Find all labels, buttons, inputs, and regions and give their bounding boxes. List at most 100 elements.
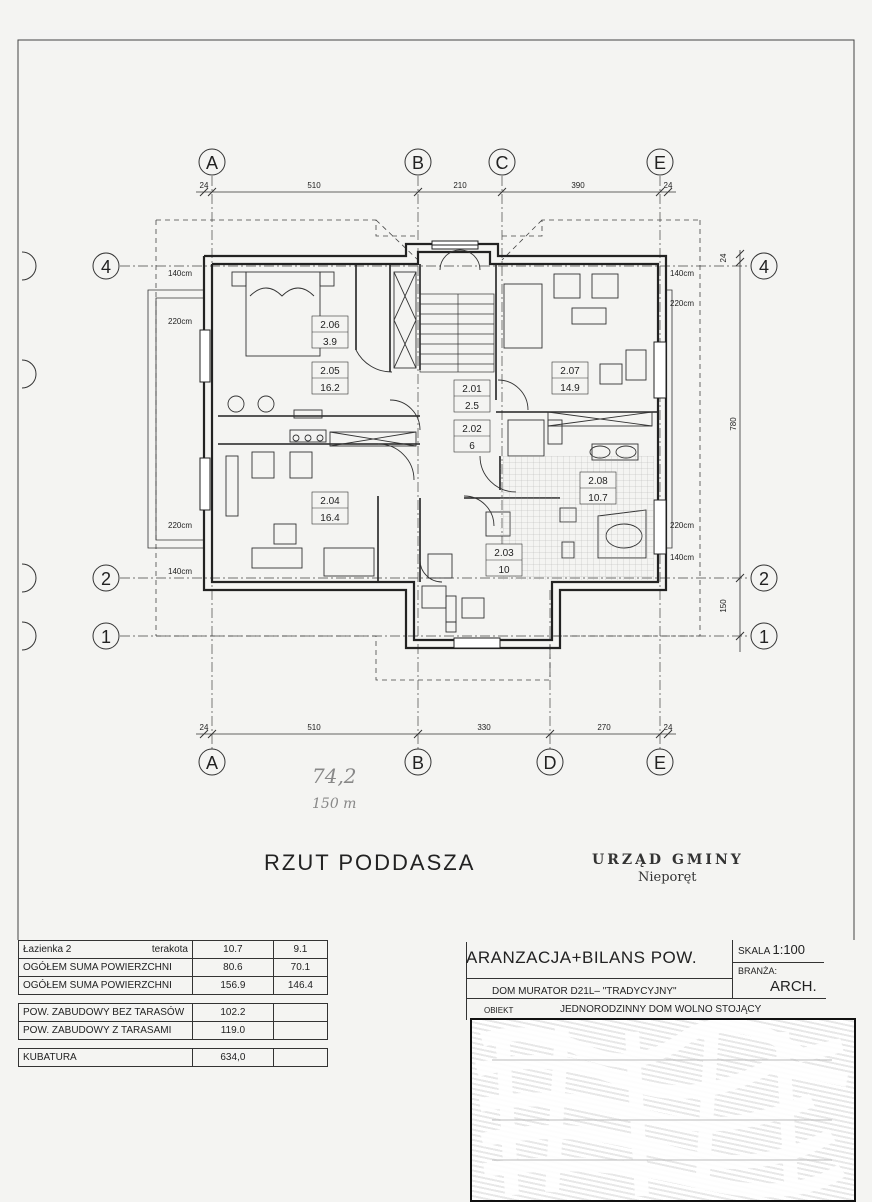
svg-text:390: 390 xyxy=(571,181,585,190)
axis-right-2: 2 xyxy=(759,569,769,589)
svg-text:2.03: 2.03 xyxy=(494,548,514,559)
svg-text:3.9: 3.9 xyxy=(323,337,337,348)
object-value: JEDNORODZINNY DOM WOLNO STOJĄCY xyxy=(560,1004,762,1015)
svg-text:510: 510 xyxy=(307,181,321,190)
room-labels: 2.06 3.9 2.05 16.2 2.01 2.5 2.02 6 2.07 … xyxy=(311,315,617,577)
room-label-2.08: 2.08 10.7 xyxy=(579,471,617,505)
svg-text:220cm: 220cm xyxy=(168,521,192,530)
room-label-2.07: 2.07 14.9 xyxy=(551,361,589,395)
office-stamp-place: Nieporęt xyxy=(638,870,697,885)
svg-text:220cm: 220cm xyxy=(168,317,192,326)
table-row: KUBATURA 634,0 xyxy=(18,1048,329,1067)
axis-lines xyxy=(120,176,750,750)
svg-text:2.06: 2.06 xyxy=(320,320,340,331)
title-block: ARANZACJA+BILANS POW. SKALA 1:100 BRANŻA… xyxy=(466,940,826,1020)
sheet-frame xyxy=(17,39,855,940)
axis-bottom-e: E xyxy=(654,753,666,773)
svg-text:10.7: 10.7 xyxy=(588,493,608,504)
svg-text:2.01: 2.01 xyxy=(462,384,482,395)
scale-field: SKALA 1:100 xyxy=(738,942,806,957)
svg-text:2.08: 2.08 xyxy=(588,476,608,487)
svg-text:24: 24 xyxy=(719,253,728,262)
svg-text:2.05: 2.05 xyxy=(320,366,340,377)
dimension-texts-right: 24 780 150 xyxy=(719,253,738,613)
room-label-2.02: 2.02 6 xyxy=(453,419,491,453)
svg-text:24: 24 xyxy=(664,723,673,732)
svg-text:2.02: 2.02 xyxy=(462,424,482,435)
side-dims-left: 140cm 220cm 220cm 140cm xyxy=(168,269,192,576)
axis-right-4: 4 xyxy=(759,257,769,277)
axis-top-b: B xyxy=(412,153,424,173)
svg-text:2.5: 2.5 xyxy=(465,401,479,412)
wardrobes xyxy=(329,271,653,447)
axis-right-1: 1 xyxy=(759,627,769,647)
svg-text:24: 24 xyxy=(664,181,673,190)
branch-label: BRANŻA: xyxy=(738,966,778,976)
svg-text:2.04: 2.04 xyxy=(320,496,340,507)
floor-plan: 2.06 3.9 2.05 16.2 2.01 2.5 2.02 6 2.07 … xyxy=(17,39,855,940)
svg-text:6: 6 xyxy=(469,441,475,452)
axis-bubbles-sides xyxy=(21,251,778,651)
axis-left-1: 1 xyxy=(101,627,111,647)
axis-left-2: 2 xyxy=(101,569,111,589)
stairs xyxy=(419,293,495,373)
table-row: POW. ZABUDOWY Z TARASAMI 119.0 xyxy=(18,1021,329,1040)
axis-top-c: C xyxy=(496,153,509,173)
handwritten-note-1: 74,2 xyxy=(312,764,357,788)
svg-text:330: 330 xyxy=(477,723,491,732)
svg-text:24: 24 xyxy=(200,181,209,190)
bathroom-tiles xyxy=(500,456,654,580)
svg-text:14.9: 14.9 xyxy=(560,383,580,394)
svg-text:140cm: 140cm xyxy=(670,269,694,278)
room-label-2.04: 2.04 16.4 xyxy=(311,491,349,525)
office-stamp: URZĄD GMINY xyxy=(592,852,744,868)
svg-text:140cm: 140cm xyxy=(168,269,192,278)
svg-text:10: 10 xyxy=(498,565,510,576)
table-row: OGÓŁEM SUMA POWIERZCHNI 80.6 70.1 xyxy=(18,958,329,977)
terrace-right xyxy=(666,289,673,549)
axis-left-4: 4 xyxy=(101,257,111,277)
dimension-texts-top: 24 510 210 390 24 xyxy=(200,181,673,190)
room-label-2.01: 2.01 2.5 xyxy=(453,379,491,413)
svg-text:16.4: 16.4 xyxy=(320,513,340,524)
svg-text:2.07: 2.07 xyxy=(560,366,580,377)
branch-value: ARCH. xyxy=(770,978,817,995)
axis-bottom-a: A xyxy=(206,753,218,773)
svg-text:510: 510 xyxy=(307,723,321,732)
plan-title: RZUT PODDASZA xyxy=(264,850,476,875)
svg-text:210: 210 xyxy=(453,181,467,190)
svg-text:220cm: 220cm xyxy=(670,521,694,530)
handwritten-note-2: 150 m xyxy=(312,796,357,812)
title-subtitle: DOM MURATOR D21L– "TRADYCYJNY" xyxy=(492,986,677,997)
side-dims-right: 140cm 220cm 220cm 140cm xyxy=(670,269,694,562)
axis-bottom-d: D xyxy=(544,753,557,773)
axis-bubbles-top xyxy=(198,148,674,176)
object-label: OBIEKT xyxy=(484,1006,514,1015)
table-row: OGÓŁEM SUMA POWIERZCHNI 156.9 146.4 xyxy=(18,976,329,995)
exterior-walls xyxy=(202,242,668,650)
table-row: POW. ZABUDOWY BEZ TARASÓW 102.2 xyxy=(18,1003,329,1022)
svg-text:140cm: 140cm xyxy=(670,553,694,562)
svg-text:780: 780 xyxy=(729,417,738,431)
title-main: ARANZACJA+BILANS POW. xyxy=(466,948,698,967)
svg-text:16.2: 16.2 xyxy=(320,383,340,394)
redacted-area xyxy=(470,1018,856,1202)
svg-text:270: 270 xyxy=(597,723,611,732)
axis-top-e: E xyxy=(654,153,666,173)
axis-top-a: A xyxy=(206,153,218,173)
room-label-2.03: 2.03 10 xyxy=(485,543,523,577)
svg-text:220cm: 220cm xyxy=(670,299,694,308)
svg-text:140cm: 140cm xyxy=(168,567,192,576)
room-label-2.05: 2.05 16.2 xyxy=(311,361,349,395)
svg-text:150: 150 xyxy=(719,599,728,613)
axis-bottom-b: B xyxy=(412,753,424,773)
axis-bubbles-bottom xyxy=(198,748,674,776)
terrace-left xyxy=(147,289,204,549)
dimension-texts-bottom: 24 510 330 270 24 xyxy=(200,723,673,732)
scribble-mark xyxy=(475,1020,849,1198)
dimension-lines xyxy=(196,187,745,739)
svg-text:24: 24 xyxy=(200,723,209,732)
